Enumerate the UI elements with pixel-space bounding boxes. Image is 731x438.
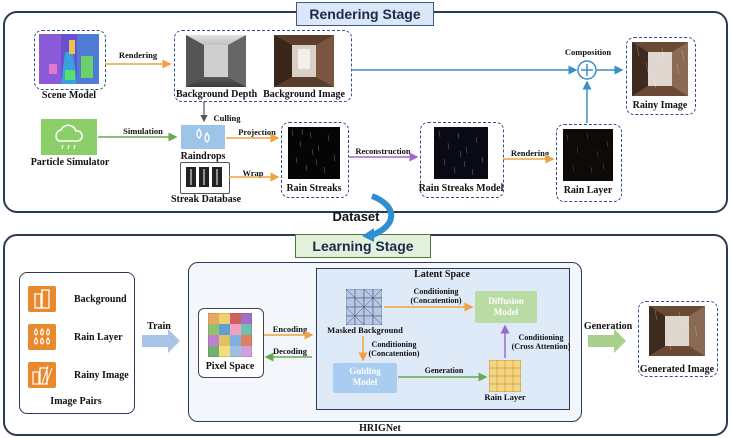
latent-rain-layer-label: Rain Layer bbox=[484, 392, 526, 402]
background-image-label: Background Image bbox=[263, 89, 345, 100]
legend-rainy-image-label: Rainy Image bbox=[74, 370, 129, 381]
rendering-stage-title: Rendering Stage bbox=[296, 2, 434, 26]
cond-attn-2: (Cross Attention) bbox=[511, 342, 571, 351]
decoding-label: Decoding bbox=[273, 346, 307, 356]
rain-streaks-model-image bbox=[434, 127, 488, 179]
cond-concat-top-2: (Concatention) bbox=[410, 296, 462, 305]
rain-layer-image bbox=[563, 129, 613, 181]
dataset-arrow-head bbox=[362, 228, 374, 242]
streak-database-label: Streak Database bbox=[170, 194, 242, 205]
diffusion-model-label-1: Diffusion bbox=[488, 296, 524, 306]
encoding-label: Encoding bbox=[272, 324, 308, 334]
rain-layer-grid bbox=[489, 360, 521, 392]
masked-background-grid bbox=[346, 289, 382, 325]
guiding-model-label-2: Model bbox=[352, 377, 378, 387]
rainy-image-icon bbox=[28, 362, 56, 388]
particle-simulator-icon bbox=[41, 119, 97, 155]
rain-streaks-label: Rain Streaks bbox=[286, 183, 342, 194]
scene-model-label: Scene Model bbox=[41, 90, 97, 101]
guiding-model-box bbox=[333, 363, 397, 393]
cond-concat-top-1: Conditioning bbox=[413, 287, 459, 296]
hrignet-label: HRIGNet bbox=[359, 423, 401, 434]
rain-streaks-model-label: Rain Streaks Model bbox=[418, 183, 504, 194]
generated-image-label: Generated Image bbox=[639, 364, 715, 375]
latent-space-label: Latent Space bbox=[414, 269, 470, 280]
background-icon bbox=[28, 286, 56, 312]
rain-layer-icon bbox=[28, 324, 56, 350]
composition-label: Composition bbox=[564, 47, 612, 57]
train-label: Train bbox=[147, 321, 171, 332]
generation-inner-label: Generation bbox=[424, 366, 464, 375]
generated-image-image bbox=[649, 306, 705, 356]
rainy-image-label: Rainy Image bbox=[632, 100, 688, 111]
masked-background-label: Masked Background bbox=[327, 325, 403, 335]
pixel-space-label: Pixel Space bbox=[205, 361, 255, 372]
particle-simulator-label: Particle Simulator bbox=[30, 157, 110, 168]
raindrops-label: Raindrops bbox=[180, 151, 226, 162]
rain-layer-label: Rain Layer bbox=[563, 185, 613, 196]
legend-background-label: Background bbox=[74, 294, 127, 305]
wrap-label: Wrap bbox=[242, 168, 264, 178]
pixel-space-grid bbox=[208, 313, 252, 357]
train-arrow bbox=[142, 329, 180, 353]
cond-attn-1: Conditioning bbox=[518, 333, 564, 342]
background-depth-label: Background Depth bbox=[176, 89, 258, 100]
projection-label: Projection bbox=[238, 127, 276, 137]
scene-model-image bbox=[39, 34, 99, 84]
rendering-label-2: Rendering bbox=[510, 148, 550, 158]
cond-concat-mid-1: Conditioning bbox=[371, 340, 417, 349]
image-pairs-panel bbox=[19, 272, 135, 414]
image-pairs-caption: Image Pairs bbox=[50, 396, 102, 407]
diffusion-model-label-2: Model bbox=[493, 307, 519, 317]
reconstruction-label: Reconstruction bbox=[355, 146, 411, 156]
learning-stage-title: Learning Stage bbox=[295, 234, 431, 258]
legend-rain-layer-label: Rain Layer bbox=[74, 332, 123, 343]
generation-outer-label: Generation bbox=[583, 321, 633, 332]
diffusion-model-box bbox=[475, 291, 537, 323]
raindrops-icon bbox=[181, 125, 225, 149]
guiding-model-label-1: Guiding bbox=[349, 366, 381, 376]
background-depth-image bbox=[186, 35, 246, 87]
cond-concat-mid-2: (Concatention) bbox=[368, 349, 420, 358]
rain-streaks-image bbox=[288, 127, 340, 179]
rainy-image-image bbox=[632, 42, 688, 96]
dataset-label: Dataset bbox=[332, 209, 380, 224]
simulation-label: Simulation bbox=[123, 126, 163, 136]
culling-label: Culling bbox=[213, 113, 241, 123]
dataset-curved-arrow bbox=[368, 193, 395, 239]
rendering-label-1: Rendering bbox=[118, 50, 158, 60]
streak-database-icon bbox=[183, 165, 225, 189]
generation-arrow bbox=[588, 329, 626, 353]
background-image-image bbox=[274, 35, 334, 87]
